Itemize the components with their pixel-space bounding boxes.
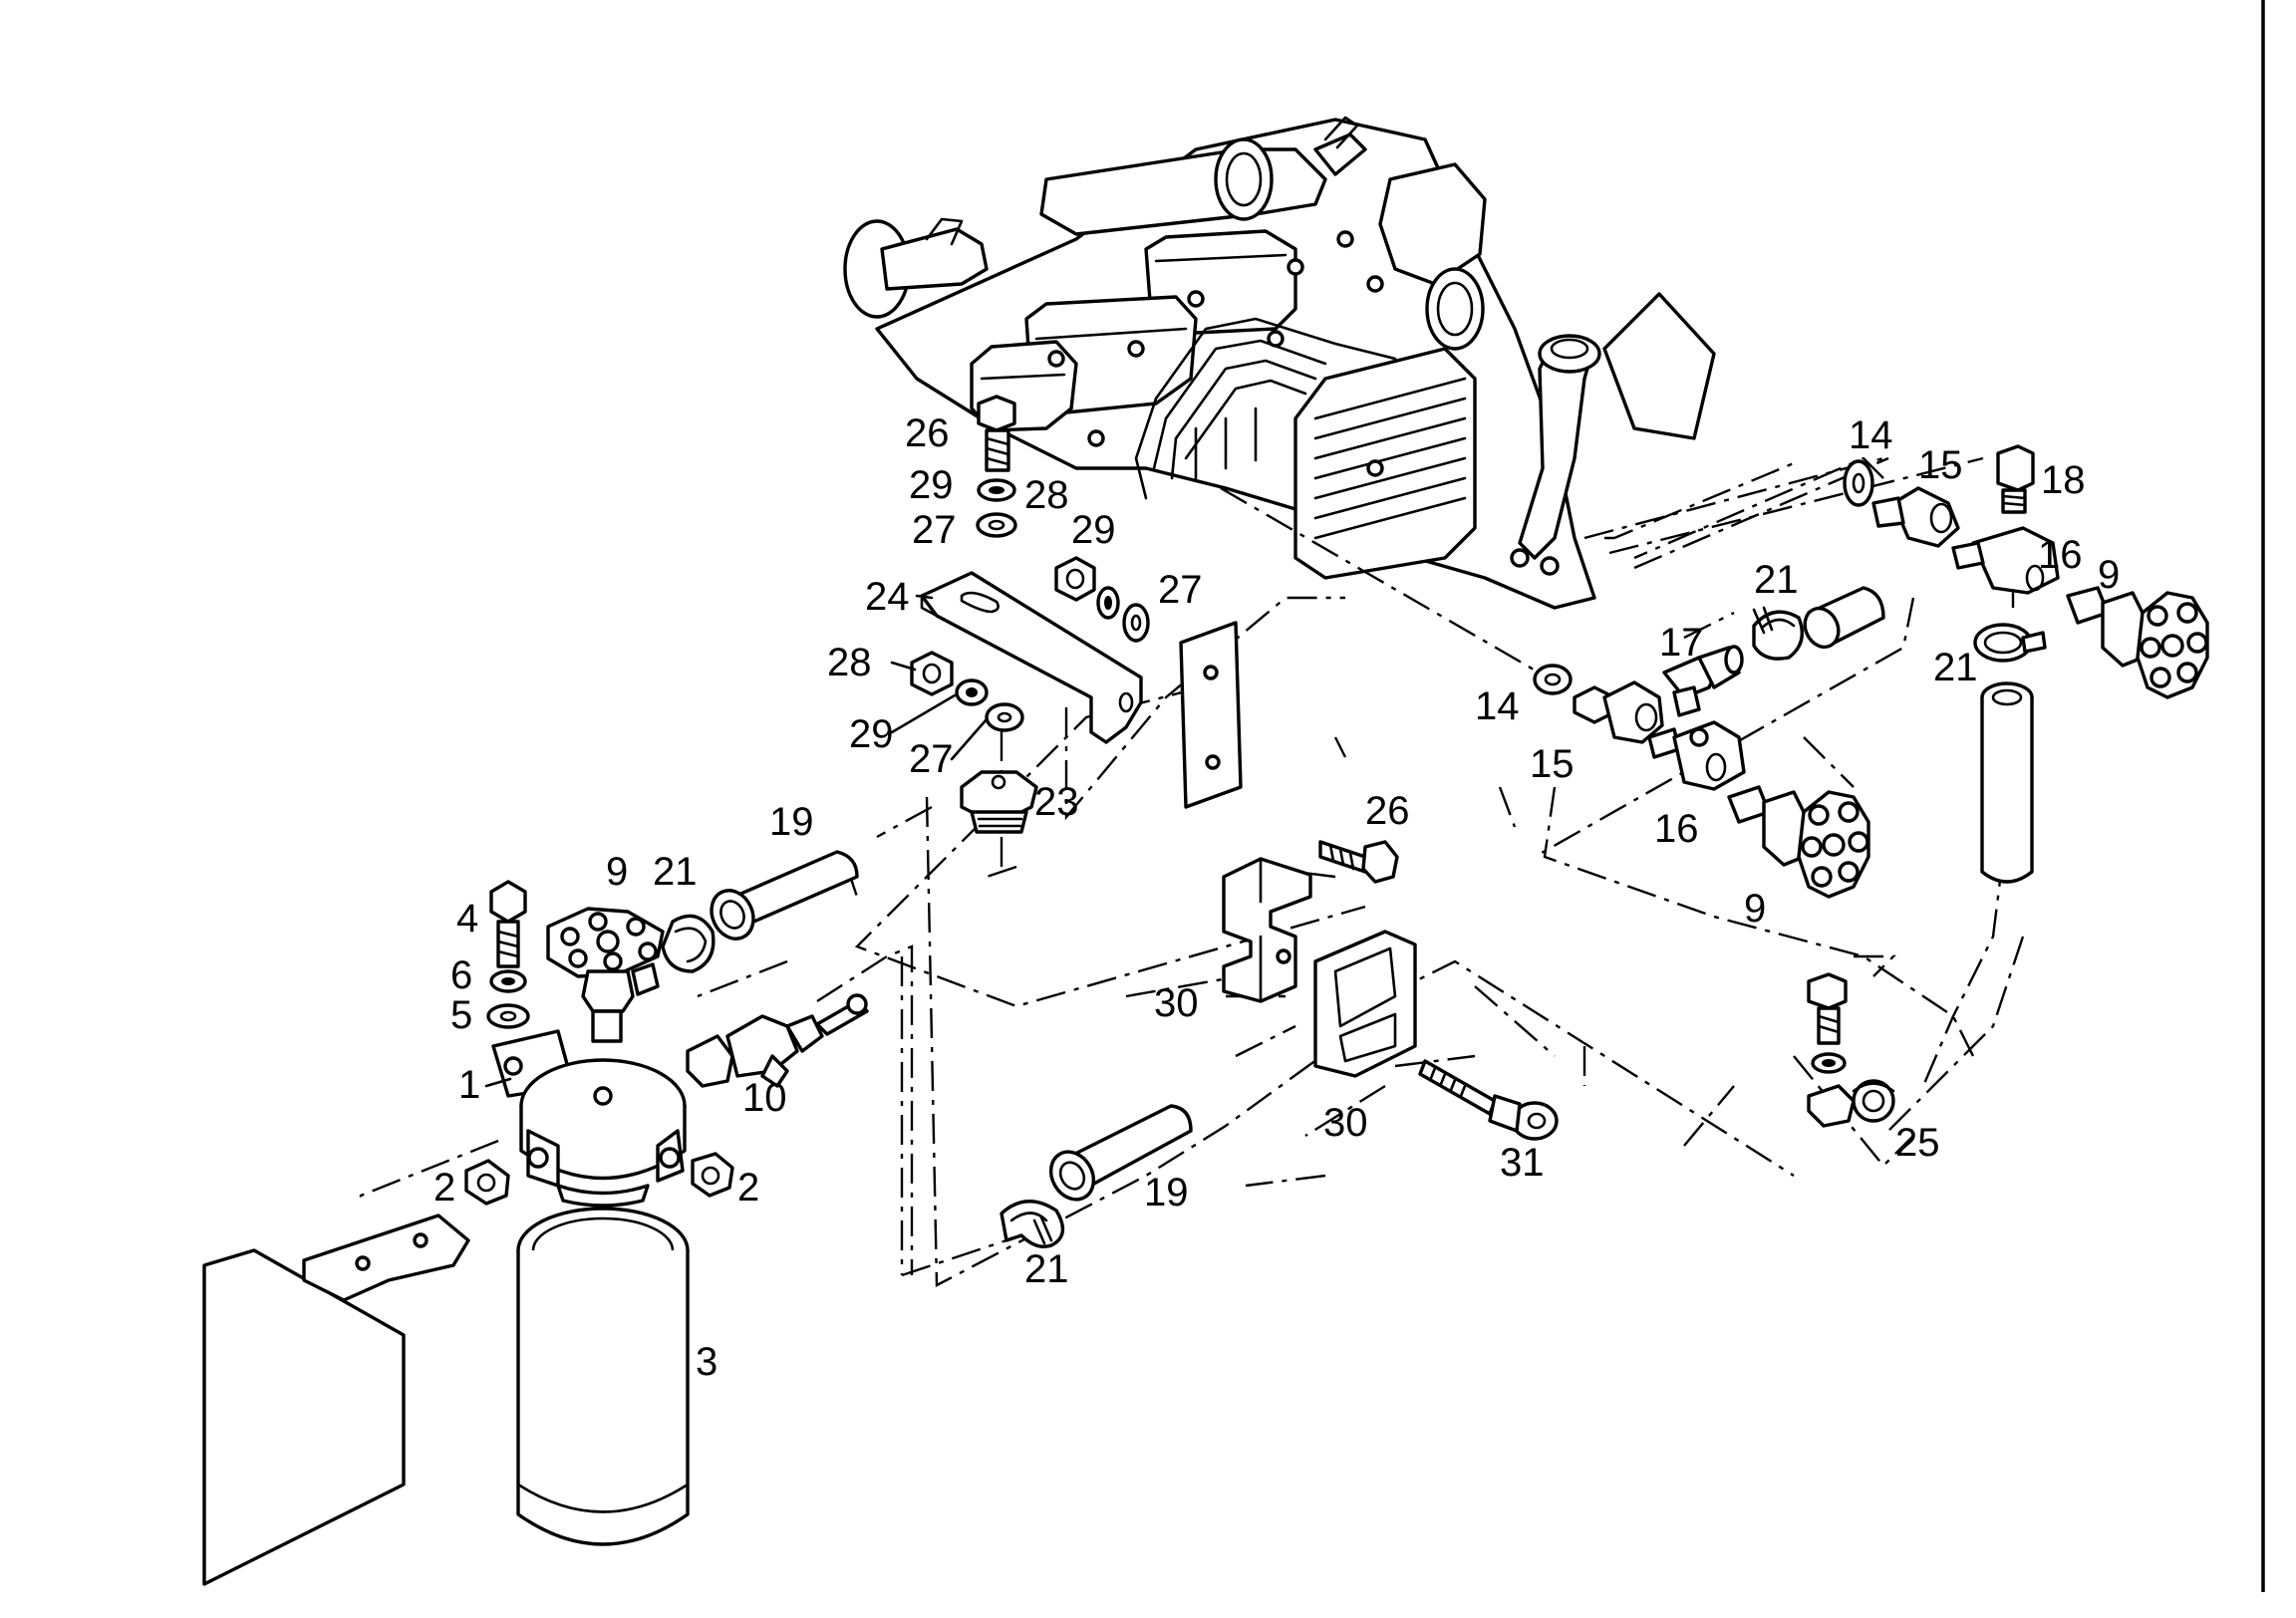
banjo-plug	[960, 770, 1038, 834]
clamp-block-front	[1276, 930, 1417, 1078]
label-15-upper: 15	[1918, 443, 1963, 487]
label-31: 31	[1500, 1141, 1545, 1185]
clamp-block-rear	[1222, 857, 1312, 1003]
label-19-lower: 19	[1144, 1171, 1189, 1214]
label-17: 17	[1659, 621, 1704, 665]
hose-vertical-right	[1980, 681, 2034, 884]
label-18: 18	[2041, 458, 2086, 502]
hose-upper	[710, 850, 859, 941]
mounting-bracket	[920, 571, 1143, 744]
adapter-upper	[1871, 486, 1960, 548]
leader-lines	[484, 594, 989, 1088]
tee-fitting-lower	[1647, 720, 1746, 791]
label-27-right: 27	[1158, 568, 1203, 612]
banjo-bolt-vent	[1996, 444, 2035, 514]
part-labels: 1 2 2 3 4 5 6 9 9 9 10 14 14 15 15 16 16…	[433, 411, 2120, 1384]
label-29-lower: 29	[849, 712, 894, 756]
label-21-filter: 21	[653, 850, 698, 894]
filter-head-bolt	[486, 880, 530, 1029]
hose-lower	[1048, 1104, 1193, 1202]
label-27-left: 27	[912, 508, 957, 552]
label-2-left: 2	[433, 1166, 455, 1210]
filter-mounting-plate	[202, 1214, 470, 1586]
drain-plugs	[464, 1152, 734, 1206]
hose-clamp-middle	[1752, 606, 1804, 661]
filter-cartridge	[516, 1207, 690, 1546]
bracket-bolt-top	[976, 395, 1017, 538]
adapter-lower	[1573, 680, 1664, 744]
label-30-left: 30	[1154, 981, 1199, 1025]
label-21-lower: 21	[1024, 1247, 1069, 1291]
shutoff-valve-right-lower	[1727, 785, 1870, 899]
label-16-lower: 16	[1654, 807, 1699, 851]
label-5: 5	[450, 993, 472, 1037]
label-9-upper-right: 9	[2098, 553, 2120, 597]
inlet-fitting	[686, 993, 869, 1088]
label-2-right: 2	[737, 1166, 759, 1210]
label-3: 3	[696, 1340, 718, 1384]
label-10: 10	[742, 1076, 787, 1120]
filter-head	[491, 1029, 687, 1208]
label-29-right: 29	[1071, 508, 1116, 552]
bracket-nut-lower	[910, 651, 1024, 732]
spacer-bolt	[1318, 840, 1399, 884]
label-21-right: 21	[1933, 646, 1978, 689]
hose-clamp-filter	[661, 914, 716, 973]
label-1: 1	[458, 1063, 480, 1107]
label-29-left: 29	[909, 463, 954, 507]
shutoff-valve-left	[546, 907, 665, 1043]
label-4: 4	[456, 897, 478, 941]
clamp-bolt	[1418, 1059, 1559, 1141]
bracket-nut-upper	[1054, 556, 1150, 643]
label-14-upper: 14	[1849, 413, 1893, 457]
tee-fitting-upper	[1951, 526, 2060, 595]
label-30-right: 30	[1323, 1101, 1368, 1145]
hose-clamp-lower	[1000, 1200, 1065, 1248]
label-15-lower: 15	[1530, 742, 1575, 786]
label-9-lower-right: 9	[1744, 887, 1766, 931]
label-21-middle: 21	[1754, 558, 1799, 602]
label-25: 25	[1895, 1121, 1940, 1165]
label-26-right: 26	[1365, 789, 1410, 833]
label-28-lower: 28	[827, 641, 872, 684]
label-9-left: 9	[606, 850, 628, 894]
label-14-lower: 14	[1475, 684, 1520, 728]
label-27-lower: 27	[909, 737, 954, 781]
shutoff-valve-right-upper	[2066, 586, 2209, 699]
engine-block	[843, 116, 1716, 610]
sealing-washer-lower	[1533, 664, 1573, 695]
label-6: 6	[450, 953, 472, 997]
label-28-upper: 28	[1024, 473, 1069, 517]
sealing-washer-upper	[1843, 459, 1874, 507]
label-19-upper: 19	[769, 800, 814, 844]
hose-short	[1803, 586, 1885, 650]
spacer-plate	[1179, 621, 1243, 809]
elbow-fitting	[1662, 645, 1744, 717]
hose-clamp-right	[1973, 623, 2047, 663]
hose-bracket	[1807, 972, 1895, 1128]
label-16-upper: 16	[2038, 533, 2083, 577]
label-26-top: 26	[905, 411, 950, 455]
label-23: 23	[1034, 780, 1079, 824]
label-24: 24	[865, 575, 910, 619]
